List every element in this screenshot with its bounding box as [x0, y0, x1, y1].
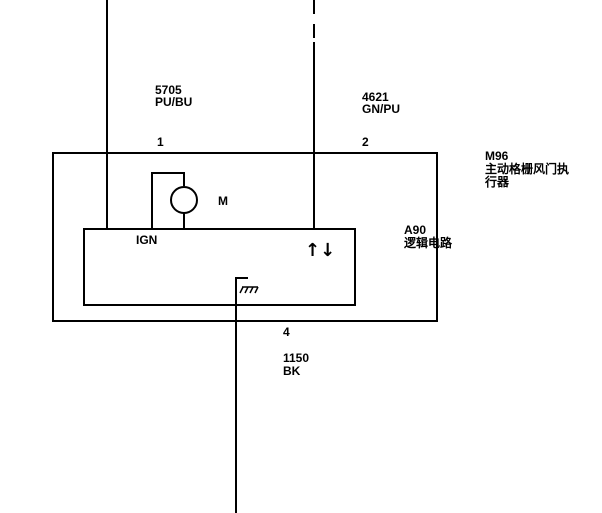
wire-4621-circuit: 4621: [362, 90, 389, 104]
component-id: M96: [485, 149, 509, 163]
logic-circuit-box: [83, 228, 356, 306]
motor-wire-loop: [151, 172, 185, 229]
motor-icon: [170, 186, 198, 214]
wire-1150: [235, 277, 248, 513]
wire-5705-color: PU/BU: [155, 95, 192, 109]
pin-2-label: 2: [362, 135, 369, 149]
wire-1150-color: BK: [283, 364, 301, 378]
module-name: 逻辑电路: [404, 235, 453, 250]
actuator-box: [52, 152, 438, 322]
module-id: A90: [404, 223, 426, 237]
pin-1-label: 1: [157, 135, 164, 149]
wire-1150-circuit: 1150: [283, 351, 309, 365]
component-name-line1: 主动格栅风门执: [485, 161, 569, 176]
motor-label: M: [218, 194, 228, 208]
ign-label: IGN: [136, 233, 157, 247]
component-name-line2: 行器: [484, 174, 510, 189]
pin-4-label: 4: [283, 325, 290, 339]
data-arrows-icon: ↑↓: [305, 240, 335, 261]
wire-4621-color: GN/PU: [362, 102, 400, 116]
wire-5705-circuit: 5705: [155, 83, 182, 97]
ground-icon: [239, 286, 259, 294]
